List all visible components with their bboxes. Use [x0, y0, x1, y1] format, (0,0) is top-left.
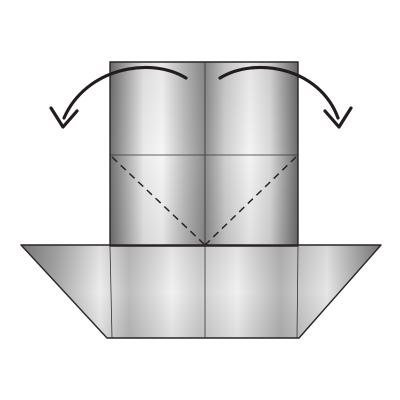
upper-flap-outline [109, 61, 299, 247]
valley-fold-lines [111, 156, 297, 246]
valley-fold-line-left [111, 156, 206, 246]
base-outline [20, 244, 382, 339]
crease-lines [109, 62, 299, 339]
curved-arrow-left-icon [49, 65, 188, 129]
upper-flap-left [110, 62, 205, 246]
curved-arrow-right-icon [218, 65, 353, 129]
upper-flap-right [205, 62, 298, 246]
base-left-crease [109, 245, 113, 339]
base-right-crease [296, 245, 299, 339]
valley-fold-line-right [204, 156, 297, 246]
paper-outlines [20, 61, 382, 339]
base-trapezoid [21, 245, 381, 338]
